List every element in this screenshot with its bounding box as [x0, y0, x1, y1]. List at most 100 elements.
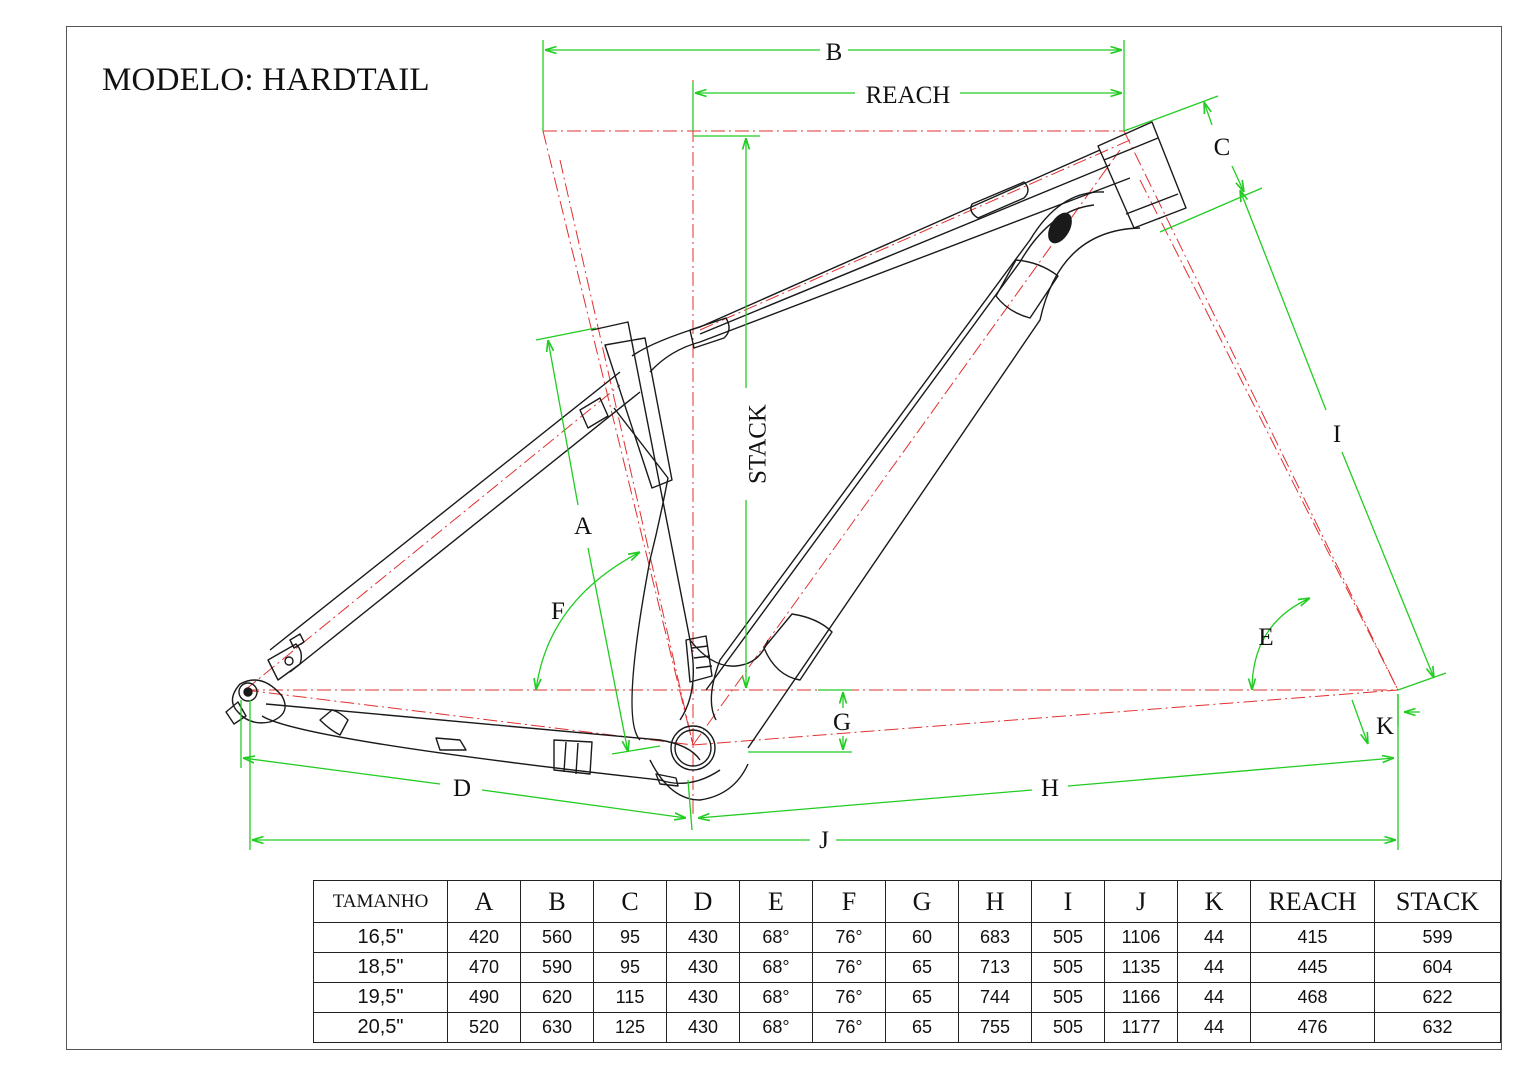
- table-cell: 415: [1250, 922, 1375, 953]
- label-e: E: [1258, 624, 1273, 651]
- table-cell: 65: [885, 1012, 959, 1043]
- table-cell: 445: [1250, 952, 1375, 983]
- table-cell: 713: [958, 952, 1032, 983]
- table-cell: 420: [447, 922, 521, 953]
- column-header: REACH: [1250, 880, 1375, 923]
- column-header: A: [447, 880, 521, 923]
- column-header: K: [1177, 880, 1251, 923]
- table-cell: 76°: [812, 982, 886, 1013]
- table-cell: 68°: [739, 952, 813, 983]
- table-cell: 683: [958, 922, 1032, 953]
- column-header: TAMANHO: [313, 880, 448, 923]
- table-cell: 76°: [812, 1012, 886, 1043]
- table-cell: 505: [1031, 922, 1105, 953]
- column-header: I: [1031, 880, 1105, 923]
- column-header: D: [666, 880, 740, 923]
- table-cell: 630: [520, 1012, 594, 1043]
- drawing-border: [66, 26, 1502, 1050]
- table-cell: 44: [1177, 982, 1251, 1013]
- column-header: E: [739, 880, 813, 923]
- table-cell: 505: [1031, 952, 1105, 983]
- table-cell: 65: [885, 952, 959, 983]
- size-cell: 19,5": [313, 982, 448, 1013]
- label-f: F: [551, 598, 565, 625]
- table-cell: 622: [1374, 982, 1501, 1013]
- rear-dropout: [231, 679, 286, 724]
- dimension-labels: B REACH STACK C I A F E G K D H J: [453, 39, 1394, 854]
- table-cell: 560: [520, 922, 594, 953]
- table-cell: 755: [958, 1012, 1032, 1043]
- table-cell: 68°: [739, 982, 813, 1013]
- size-cell: 18,5": [313, 952, 448, 983]
- table-cell: 476: [1250, 1012, 1375, 1043]
- table-cell: 632: [1374, 1012, 1501, 1043]
- table-cell: 505: [1031, 1012, 1105, 1043]
- table-cell: 1106: [1104, 922, 1178, 953]
- seat-tube: [591, 321, 694, 741]
- label-k: K: [1376, 713, 1394, 740]
- label-i: I: [1333, 421, 1341, 448]
- table-cell: 430: [666, 982, 740, 1013]
- label-j: J: [819, 827, 829, 854]
- table-cell: 430: [666, 952, 740, 983]
- table-cell: 44: [1177, 1012, 1251, 1043]
- table-cell: 604: [1374, 952, 1501, 983]
- table-cell: 115: [593, 982, 667, 1013]
- table-cell: 44: [1177, 922, 1251, 953]
- bike-frame: [225, 121, 1187, 801]
- label-b: B: [826, 39, 843, 66]
- centerlines: [244, 80, 1399, 815]
- table-cell: 599: [1374, 922, 1501, 953]
- top-tube: [631, 149, 1131, 373]
- column-header: B: [520, 880, 594, 923]
- table-cell: 95: [593, 952, 667, 983]
- column-header: H: [958, 880, 1032, 923]
- table-cell: 1166: [1104, 982, 1178, 1013]
- label-c: C: [1214, 134, 1231, 161]
- table-cell: 505: [1031, 982, 1105, 1013]
- table-cell: 76°: [812, 922, 886, 953]
- table-cell: 65: [885, 982, 959, 1013]
- table-cell: 95: [593, 922, 667, 953]
- table-cell: 1135: [1104, 952, 1178, 983]
- table-cell: 68°: [739, 922, 813, 953]
- table-cell: 620: [520, 982, 594, 1013]
- label-a: A: [574, 513, 592, 540]
- column-header: STACK: [1374, 880, 1501, 923]
- down-tube: [710, 191, 1141, 749]
- table-cell: 125: [593, 1012, 667, 1043]
- label-stack: STACK: [745, 404, 772, 484]
- column-header: G: [885, 880, 959, 923]
- label-h: H: [1041, 775, 1059, 802]
- table-cell: 1177: [1104, 1012, 1178, 1043]
- table-cell: 430: [666, 922, 740, 953]
- table-cell: 430: [666, 1012, 740, 1043]
- page-title: MODELO: HARDTAIL: [102, 62, 430, 98]
- table-cell: 468: [1250, 982, 1375, 1013]
- table-cell: 68°: [739, 1012, 813, 1043]
- table-cell: 76°: [812, 952, 886, 983]
- table-cell: 590: [520, 952, 594, 983]
- chain-stay: [261, 703, 721, 785]
- size-cell: 16,5": [313, 922, 448, 953]
- table-cell: 470: [447, 952, 521, 983]
- size-cell: 20,5": [313, 1012, 448, 1043]
- bottom-bracket: [670, 725, 716, 771]
- table-cell: 60: [885, 922, 959, 953]
- head-tube: [1097, 121, 1187, 229]
- table-cell: 744: [958, 982, 1032, 1013]
- table-cell: 520: [447, 1012, 521, 1043]
- label-d: D: [453, 775, 471, 802]
- dimension-lines: [240, 40, 1447, 850]
- column-header: F: [812, 880, 886, 923]
- table-cell: 490: [447, 982, 521, 1013]
- label-reach: REACH: [866, 82, 951, 109]
- column-header: C: [593, 880, 667, 923]
